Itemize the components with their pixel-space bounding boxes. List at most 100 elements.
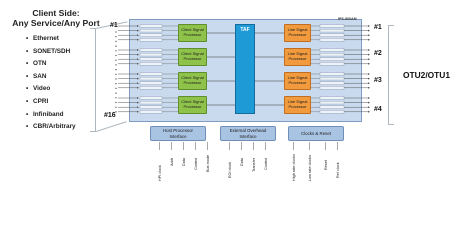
arrow-head [368,101,370,104]
client-serdes-block [139,38,163,42]
clock-signal-label: Reset [324,160,328,170]
line-processor-line2: Processor [288,80,307,85]
clock-signal-text: High rate clocks [292,153,296,181]
arrow-head [137,110,139,113]
overhead-interface-line1: External Overhead [229,128,267,134]
line-port-2-label: #2 [374,50,382,57]
client-lane-dot [115,54,117,57]
clock-signal-label: Low rate clocks [308,155,312,181]
arrow-head [137,101,139,104]
taf-label: TAF [240,27,250,33]
service-item: Infiniband [26,109,76,122]
client-lane-dot [115,87,117,89]
line-serdes-block [319,53,345,57]
arrow-head [368,62,370,65]
client-lane-dot [115,106,117,108]
taf-block [235,24,255,114]
line-serdes-block [319,33,345,37]
clock-signal-text: Low rate clocks [308,154,312,181]
client-serdes-block [139,57,163,61]
client-side-title: Client Side: Any Service/Any Port [0,8,112,28]
line-serdes-block [319,72,345,76]
line-serdes-block [319,38,345,42]
client-serdes-block [139,105,163,109]
client-serdes-block [139,86,163,90]
line-processor-line1: Line Signal [287,75,308,81]
arrow-head [137,49,139,51]
overhead-interface-line2: Interface [239,133,257,139]
line-serdes-block [319,86,345,90]
client-serdes-block [139,29,163,33]
arrow-head [368,77,370,80]
client-lane-dot [115,78,117,80]
chip-wiring [115,24,370,150]
line-serdes-block [319,57,345,61]
service-item: Ethernet [26,33,76,46]
overhead-signal-label: Data [240,157,244,166]
client-serdes-block [139,62,163,66]
client-lane-dot [115,101,117,104]
clock-signal-label: Ref clock [336,162,340,178]
chip-part-number: IPS-800AM [338,17,357,21]
clock-signal-label: High rate clocks [292,154,296,181]
client-processor-line1: Client Signal [181,75,204,81]
line-processor-line1: Line Signal [287,27,308,33]
line-processor-line2: Processor [288,56,307,61]
client-processor-line1: Client Signal [181,27,204,33]
client-lane-dot [115,73,117,75]
client-lane-dot [115,36,117,38]
client-lane-dot [115,50,117,52]
host-signal-label: Addr [170,157,174,166]
service-item: SAN [26,71,76,84]
arrow-head [137,29,139,32]
client-serdes-block [139,81,163,85]
client-lane-dot [115,69,117,71]
arrow-head [137,25,139,27]
host-interface-line1: Host Processor [162,128,193,134]
arrow-head [137,62,139,65]
client-lane-dot [115,40,117,43]
arrow-head [137,53,139,56]
arrow-head [368,86,370,89]
arrow-head [137,77,139,80]
line-side-bracket [388,25,394,125]
line-port-4-label: #4 [374,106,382,113]
client-lane-dot [115,111,117,113]
line-serdes-block [319,101,345,105]
line-port-1-label: #1 [374,24,382,31]
arrow-head [368,97,370,99]
line-processor-line1: Line Signal [287,51,308,57]
arrow-head [368,38,370,41]
client-lane-dot [115,59,117,61]
service-item: OTN [26,58,76,71]
client-port-first-label: #1 [110,22,118,29]
arrow-head [368,49,370,51]
arrow-head [368,34,370,37]
client-lane-dot [115,64,117,66]
arrow-head [368,106,370,109]
arrow-head [137,82,139,85]
arrow-head [368,58,370,61]
overhead-signal-label: Control [264,157,268,170]
arrow-head [368,29,370,32]
client-serdes-block [139,72,163,76]
line-serdes-block [319,81,345,85]
arrow-head [368,53,370,56]
line-serdes-block [319,24,345,28]
service-item: SONET/SDH [26,46,76,59]
client-processor-line2: Processor [183,80,202,85]
arrow-head [137,106,139,109]
client-serdes-block [139,48,163,52]
arrow-head [368,25,370,27]
line-serdes-block [319,48,345,52]
arrow-head [137,38,139,41]
arrow-head [137,58,139,61]
